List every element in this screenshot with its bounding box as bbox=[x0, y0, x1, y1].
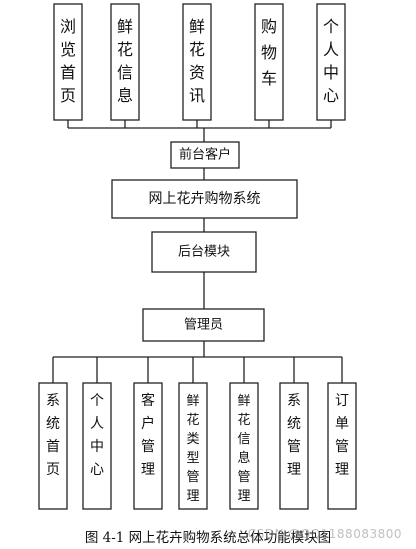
back-module-0: 系统首页 bbox=[38, 382, 68, 510]
system-box-label: 网上花卉购物系统 bbox=[149, 191, 261, 207]
front-module-4-label: 个人中心 bbox=[323, 17, 339, 105]
front-module-3-label: 购物车 bbox=[261, 17, 277, 88]
back-module-2: 客户管理 bbox=[133, 382, 163, 510]
front-module-1-frame bbox=[110, 3, 140, 121]
backend-module-box-label: 后台模块 bbox=[178, 245, 230, 260]
back-module-6-label: 订单管理 bbox=[335, 393, 349, 478]
system-box-frame bbox=[111, 179, 298, 219]
back-module-3-label: 鲜花类型管理 bbox=[186, 394, 199, 504]
front-module-0: 浏览首页 bbox=[53, 3, 83, 121]
backend-module-box: 后台模块 bbox=[151, 231, 257, 273]
back-module-5-label: 系统管理 bbox=[287, 393, 301, 478]
admin-box: 管理员 bbox=[142, 308, 265, 342]
backend-module-box-frame bbox=[151, 231, 257, 273]
back-module-5-frame bbox=[279, 382, 309, 510]
figure-caption: 图 4-1 网上花卉购物系统总体功能模块图 bbox=[84, 530, 332, 546]
front-module-3: 购物车 bbox=[254, 3, 284, 121]
back-module-6: 订单管理 bbox=[327, 382, 357, 510]
back-module-3: 鲜花类型管理 bbox=[178, 382, 208, 510]
back-module-1: 个人中心 bbox=[82, 382, 112, 510]
back-module-0-frame bbox=[38, 382, 68, 510]
back-module-2-frame bbox=[133, 382, 163, 510]
back-module-6-frame bbox=[327, 382, 357, 510]
front-client-box-frame bbox=[170, 141, 240, 169]
system-box: 网上花卉购物系统 bbox=[111, 179, 298, 219]
back-module-4-frame bbox=[229, 382, 259, 510]
front-module-2-frame bbox=[182, 3, 212, 121]
front-module-2-label: 鲜花资讯 bbox=[189, 17, 205, 105]
back-module-3-frame bbox=[178, 382, 208, 510]
module-boxes: 浏览首页鲜花信息鲜花资讯购物车个人中心前台客户网上花卉购物系统后台模块管理员系统… bbox=[38, 3, 357, 510]
front-client-box-label: 前台客户 bbox=[179, 147, 231, 163]
back-module-1-label: 个人中心 bbox=[90, 393, 104, 478]
front-module-1-label: 鲜花信息 bbox=[117, 17, 133, 105]
back-module-4: 鲜花信息管理 bbox=[229, 382, 259, 510]
admin-box-frame bbox=[142, 308, 265, 342]
back-module-2-label: 客户管理 bbox=[141, 392, 155, 478]
back-module-5: 系统管理 bbox=[279, 382, 309, 510]
front-module-4: 个人中心 bbox=[316, 3, 346, 121]
front-module-0-frame bbox=[53, 3, 83, 121]
watermark: CSDN @QQ1188083800 bbox=[247, 527, 402, 541]
front-module-3-frame bbox=[254, 3, 284, 121]
front-client-box: 前台客户 bbox=[170, 141, 240, 169]
admin-box-label: 管理员 bbox=[184, 318, 223, 333]
front-module-0-label: 浏览首页 bbox=[60, 17, 76, 105]
back-module-0-label: 系统首页 bbox=[46, 393, 60, 478]
front-module-2: 鲜花资讯 bbox=[182, 3, 212, 121]
back-module-4-label: 鲜花信息管理 bbox=[237, 394, 250, 504]
connector-lines bbox=[52, 120, 343, 383]
front-module-1: 鲜花信息 bbox=[110, 3, 140, 121]
back-module-1-frame bbox=[82, 382, 112, 510]
front-module-4-frame bbox=[316, 3, 346, 121]
